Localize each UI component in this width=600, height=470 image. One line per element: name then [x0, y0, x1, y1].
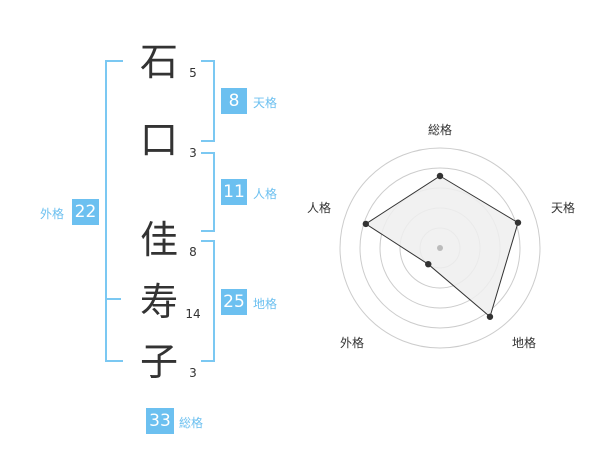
radar-label-chi: 地格	[511, 336, 537, 350]
ten-score-box: 8	[221, 88, 247, 114]
radar-point-chi	[486, 313, 494, 320]
radar-chart	[339, 147, 541, 349]
outer-bracket	[105, 60, 123, 362]
sou-score-box: 33	[146, 408, 174, 434]
name-char-3: 佳	[139, 218, 178, 262]
jin-score-box: 11	[221, 179, 247, 205]
gai-label: 外格	[40, 207, 65, 221]
chi-label: 地格	[253, 297, 278, 311]
outer-bracket-tick	[105, 298, 121, 300]
chi-score-box: 25	[221, 289, 247, 315]
ten-bracket	[201, 60, 215, 142]
jin-bracket	[201, 152, 215, 232]
name-char-5: 子	[139, 340, 178, 384]
stroke-count-4: 14	[185, 307, 201, 321]
radar-label-gai: 外格	[339, 336, 365, 350]
gai-score-box: 22	[72, 199, 99, 225]
radar-point-jin	[362, 220, 370, 228]
jin-label: 人格	[253, 187, 278, 201]
stroke-count-5: 3	[189, 366, 197, 380]
stroke-count-3: 8	[189, 245, 197, 259]
ten-label: 天格	[253, 96, 278, 110]
chi-bracket	[201, 240, 215, 362]
radar-label-ten: 天格	[550, 201, 576, 215]
stroke-count-1: 5	[189, 66, 197, 80]
stroke-count-2: 3	[189, 146, 197, 160]
name-char-2: 口	[139, 118, 178, 162]
name-char-1: 石	[139, 40, 178, 84]
radar-label-jin: 人格	[306, 201, 332, 215]
radar-center	[437, 245, 443, 251]
sou-label: 総格	[179, 416, 204, 430]
name-char-4: 寿	[139, 280, 178, 324]
radar-ring	[359, 167, 521, 329]
radar-point-sou	[436, 172, 444, 180]
radar-label-sou: 総格	[427, 123, 453, 137]
radar-point-gai	[425, 260, 432, 268]
radar-point-ten	[514, 219, 522, 226]
